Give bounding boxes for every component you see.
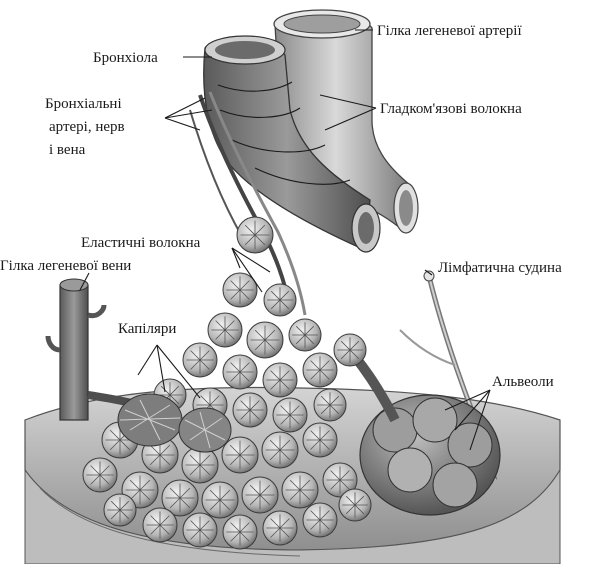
label-pulmonary-vein-branch: Гілка легеневої вени [0,258,131,274]
label-bronchiole: Бронхіола [93,50,158,66]
label-elastic-fibers: Еластичні волокна [81,235,201,251]
label-bronchial-vessels-line-2: артері, нерв [49,119,125,135]
label-bronchial-vessels-line-3: і вена [49,142,86,158]
label-pulmonary-artery-branch: Гілка легеневої артерії [377,23,522,39]
label-alveoli: Альвеоли [492,374,554,390]
label-lymphatic-vessel: Лімфатична судина [438,260,562,276]
label-smooth-muscle: Гладком'язові волокна [380,101,522,117]
label-capillaries: Капіляри [118,321,176,337]
label-bronchial-vessels-line-1: Бронхіальні [45,96,122,112]
